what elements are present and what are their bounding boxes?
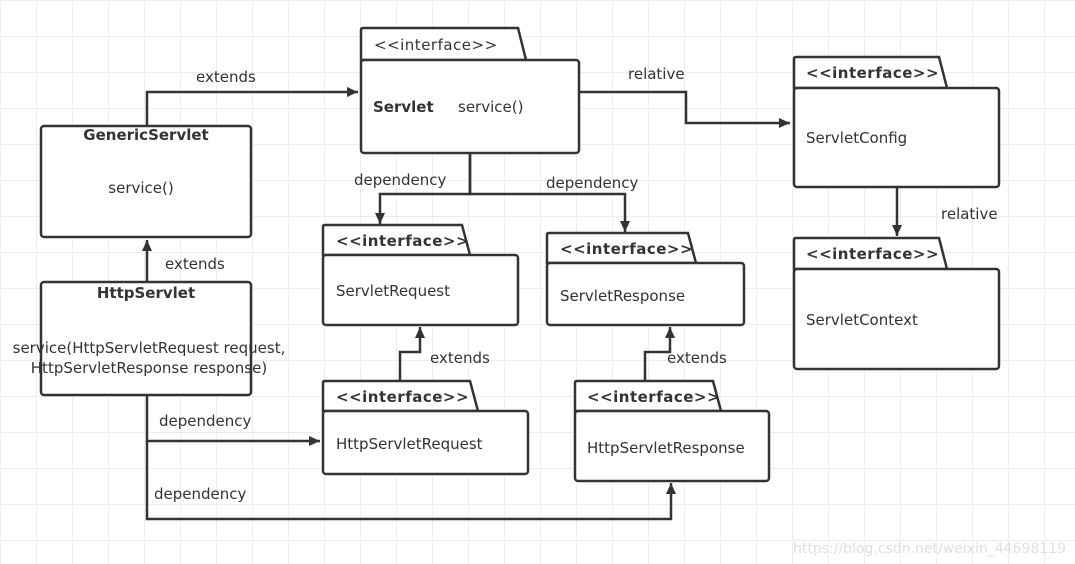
node-http-servlet-response[interactable]: <<interface>> HttpServletResponse bbox=[573, 379, 771, 483]
servlet-tab bbox=[359, 26, 528, 62]
http-servlet-response-tab bbox=[573, 379, 723, 413]
http-servlet-response-name: HttpServletResponse bbox=[587, 439, 745, 457]
servlet-context-name: ServletContext bbox=[806, 311, 918, 329]
servlet-name: Servlet bbox=[373, 98, 434, 116]
servlet-method: service() bbox=[458, 98, 523, 116]
label-servlet-dep-request: dependency bbox=[354, 171, 447, 189]
servlet-response-stereotype: <<interface>> bbox=[560, 240, 693, 258]
http-servlet-name: HttpServlet bbox=[97, 284, 195, 302]
label-config-relative-context: relative bbox=[941, 205, 998, 223]
generic-servlet-body bbox=[39, 124, 253, 239]
servlet-config-tab bbox=[792, 55, 949, 90]
label-generic-extends-servlet: extends bbox=[196, 68, 256, 86]
servlet-config-body bbox=[792, 86, 1001, 189]
servlet-stereotype: <<interface>> bbox=[374, 36, 498, 54]
servlet-response-body bbox=[545, 261, 746, 327]
servlet-context-stereotype: <<interface>> bbox=[806, 245, 939, 263]
label-servlet-relative-config: relative bbox=[628, 65, 685, 83]
generic-servlet-method: service() bbox=[108, 179, 173, 197]
label-servlet-dep-response: dependency bbox=[546, 174, 639, 192]
node-http-servlet[interactable]: HttpServlet service(HttpServletRequest r… bbox=[13, 280, 286, 397]
servlet-context-tab bbox=[792, 236, 949, 271]
edge-servlet-relative-config bbox=[580, 90, 790, 128]
node-servlet-context[interactable]: <<interface>> ServletContext bbox=[792, 236, 1001, 371]
servlet-body bbox=[359, 58, 581, 155]
generic-servlet-name: GenericServlet bbox=[83, 126, 208, 144]
http-servlet-response-stereotype: <<interface>> bbox=[587, 388, 720, 406]
label-httpresp-extends-resp: extends bbox=[667, 349, 727, 367]
node-servlet-config[interactable]: <<interface>> ServletConfig bbox=[792, 55, 1001, 189]
http-servlet-response-body bbox=[573, 409, 771, 483]
servlet-config-stereotype: <<interface>> bbox=[806, 64, 939, 82]
servlet-request-stereotype: <<interface>> bbox=[336, 232, 469, 250]
edge-servlet-dep-response bbox=[468, 154, 630, 232]
servlet-request-name: ServletRequest bbox=[336, 282, 450, 300]
http-servlet-request-body bbox=[321, 409, 530, 476]
servlet-config-name: ServletConfig bbox=[806, 129, 907, 147]
http-servlet-method-line1: service(HttpServletRequest request, bbox=[13, 339, 286, 357]
http-servlet-method-line2: HttpServletResponse response) bbox=[31, 359, 267, 377]
http-servlet-request-tab bbox=[321, 379, 480, 413]
servlet-request-tab bbox=[321, 223, 472, 257]
servlet-response-name: ServletResponse bbox=[560, 287, 685, 305]
node-servlet-request[interactable]: <<interface>> ServletRequest bbox=[321, 223, 520, 327]
http-servlet-body bbox=[39, 280, 253, 397]
node-http-servlet-request[interactable]: <<interface>> HttpServletRequest bbox=[321, 379, 530, 476]
node-generic-servlet[interactable]: GenericServlet service() bbox=[39, 124, 253, 239]
edge-httpreq-extends-req bbox=[398, 327, 425, 380]
edge-generic-extends-servlet bbox=[145, 87, 358, 126]
edge-http-dep-httpresp bbox=[145, 441, 676, 521]
label-http-dep-httpresp: dependency bbox=[154, 485, 247, 503]
watermark: https://blog.csdn.net/weixin_44698119 bbox=[793, 541, 1066, 557]
edge-servlet-dep-request bbox=[375, 154, 472, 224]
http-servlet-request-stereotype: <<interface>> bbox=[336, 388, 469, 406]
label-http-extends-generic: extends bbox=[165, 255, 225, 273]
label-httpreq-extends-req: extends bbox=[430, 349, 490, 367]
node-servlet[interactable]: <<interface>> Servlet service() bbox=[359, 26, 581, 155]
servlet-request-body bbox=[321, 253, 520, 327]
label-http-dep-httpreq: dependency bbox=[159, 412, 252, 430]
node-servlet-response[interactable]: <<interface>> ServletResponse bbox=[545, 231, 746, 327]
edge-httpresp-extends-resp bbox=[643, 327, 675, 380]
servlet-response-tab bbox=[545, 231, 698, 265]
servlet-context-body bbox=[792, 267, 1001, 371]
http-servlet-request-name: HttpServletRequest bbox=[336, 435, 483, 453]
